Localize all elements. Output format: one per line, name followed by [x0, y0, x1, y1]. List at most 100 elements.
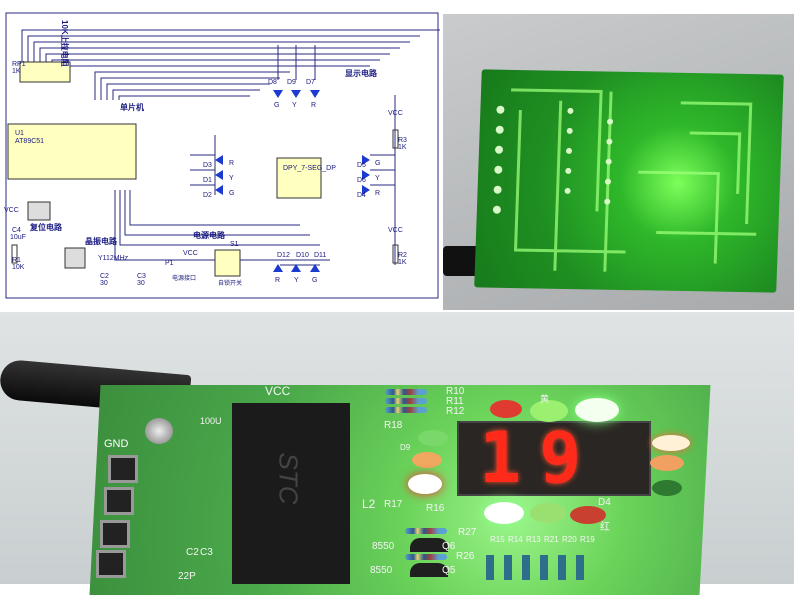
led-color: R: [275, 277, 280, 284]
r2-ref: R2: [398, 252, 407, 259]
silk-label: R15: [490, 535, 505, 544]
led-color: R: [375, 190, 380, 197]
led-ref: D2: [203, 192, 212, 199]
button-2: [104, 487, 134, 515]
c2-ref: C2: [100, 273, 109, 280]
capacitor: [145, 418, 173, 444]
cap-silk: 100U: [200, 416, 222, 426]
vcc-silk: VCC: [265, 384, 291, 398]
u1-ref: U1: [15, 130, 24, 137]
y1-ref: Y1: [98, 255, 107, 262]
power-port-label: 电源接口: [172, 274, 196, 282]
led-green: [484, 502, 524, 524]
button-4: [96, 550, 126, 578]
led-ref: D8: [268, 79, 277, 86]
resistor: [385, 407, 427, 413]
led-color: R: [311, 102, 316, 109]
silk-label: Q5: [442, 565, 456, 576]
silk-label: Q6: [442, 541, 456, 552]
led-red: [570, 506, 606, 524]
silk-label: C2: [186, 547, 199, 558]
p1-ref: P1: [165, 260, 174, 267]
c2-value: 30: [100, 280, 108, 287]
led-color: R: [229, 160, 234, 167]
led-ref: D3: [203, 162, 212, 169]
led-ref: D7: [306, 79, 315, 86]
led-color: Y: [292, 102, 297, 109]
switch-label: 自锁开关: [218, 279, 242, 287]
silk-label: R12: [446, 406, 465, 417]
silk-label: R10: [446, 386, 465, 397]
silk-label: R17: [384, 499, 403, 510]
silk-label: L2: [362, 497, 376, 511]
silk-label: R26: [456, 551, 475, 562]
red-silk: 红: [600, 522, 610, 533]
u1-part: AT89C51: [15, 138, 44, 145]
resistor: [405, 554, 447, 560]
gnd-silk: GND: [104, 438, 129, 450]
silk-label: R18: [384, 420, 403, 431]
vcc-label-r2: VCC: [388, 227, 403, 234]
rp1-value: 1K: [12, 68, 21, 75]
led-color: G: [375, 160, 380, 167]
led-color: Y: [375, 175, 380, 182]
led-color: G: [312, 277, 317, 284]
led-ref: D10: [296, 252, 309, 259]
r1-ref: R1: [12, 257, 21, 264]
led-ref: D11: [314, 252, 326, 259]
led-red: [652, 435, 690, 451]
c3-ref: C3: [137, 273, 146, 280]
led-red: [490, 400, 522, 418]
r1-value: 10K: [12, 264, 25, 271]
r2-value: 1K: [398, 259, 407, 266]
mcu-label: 单片机: [120, 102, 144, 112]
yellow-silk: 黄: [540, 394, 550, 404]
vcc-label: VCC: [4, 207, 19, 214]
led-ref: D12: [277, 252, 290, 259]
silk-label: R21: [544, 535, 559, 544]
r3-value: 1K: [398, 144, 407, 151]
power-circuit-label: 电源电路: [193, 230, 226, 240]
resistor: [405, 528, 447, 534]
rp1-ref: RP1: [12, 61, 26, 68]
led-ref: D4: [357, 192, 366, 199]
led-yellow: [530, 503, 566, 523]
led-color: G: [274, 102, 279, 109]
silk-label: 22P: [178, 571, 196, 582]
resistor: [385, 389, 427, 395]
led-red: [408, 474, 442, 494]
led-color: Y: [294, 277, 299, 284]
display-part: DPY_7-SEG_DP: [283, 165, 336, 172]
silk-label: R27: [458, 527, 477, 538]
silk-label: R16: [426, 503, 445, 514]
reset-circuit-label: 复位电路: [29, 222, 63, 232]
c4-value: 10uF: [10, 234, 26, 241]
c3-value: 30: [137, 280, 145, 287]
silk-label: D9: [400, 443, 411, 452]
c4-ref: C4: [12, 227, 21, 234]
s1-ref: S1: [230, 241, 239, 248]
transistor-label: 8550: [372, 541, 395, 552]
pullup-label: 10K上拉电阻: [60, 20, 70, 67]
led-yellow: [530, 400, 568, 422]
stc-chip: STC: [232, 403, 350, 584]
crystal-circuit-label: 晶振电路: [85, 236, 118, 246]
silk-label: D4: [598, 497, 611, 508]
led-color: Y: [229, 175, 234, 182]
circuit-schematic: RP1 1K U1 AT89C51 VCC C4 10uF R1 10K Y1 …: [0, 10, 442, 310]
resistor-array: [486, 555, 586, 580]
vcc-label-power: VCC: [183, 250, 198, 257]
r3-ref: R3: [398, 137, 407, 144]
silk-label: C3: [200, 547, 213, 558]
display-value: 19: [479, 417, 600, 499]
led-yellow: [650, 455, 684, 471]
silk-label: R14: [508, 535, 523, 544]
led-green: [575, 398, 619, 422]
transistor: [410, 563, 448, 577]
led-ref: D5: [357, 162, 366, 169]
led-green: [652, 480, 682, 496]
transistor: [410, 538, 448, 552]
pcb-back-side: [474, 69, 784, 293]
led-ref: D1: [203, 177, 212, 184]
y1-value: 12MHz: [106, 255, 129, 262]
